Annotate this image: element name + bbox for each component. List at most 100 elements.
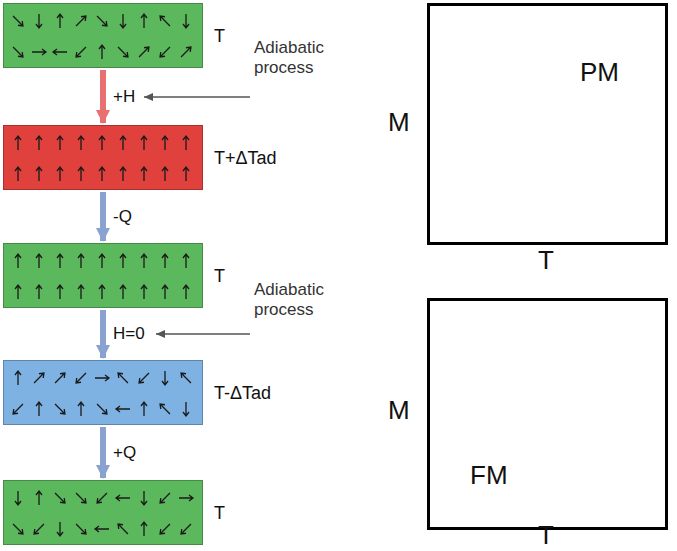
spin-arrow [116, 406, 130, 412]
spin-arrow [74, 14, 88, 28]
spin-arrow [120, 14, 126, 28]
spin-arrow [158, 491, 172, 505]
spin-arrow [11, 14, 25, 28]
state-box: T [3, 480, 203, 545]
spin-arrow [183, 136, 189, 150]
temperature-label: T+ΔTad [214, 147, 277, 168]
spin-arrow [179, 371, 193, 385]
spin-arrow [57, 167, 63, 181]
spin-arrow [11, 45, 25, 59]
spin-arrow [74, 45, 88, 59]
spin-arrow [183, 14, 189, 28]
spin-arrow [36, 402, 42, 416]
temperature-label: T [214, 25, 225, 46]
spin-arrow [116, 45, 130, 59]
state-box: T [3, 3, 203, 68]
spin-arrow [32, 522, 46, 536]
axis-label: M [388, 108, 410, 138]
leader-arrow [156, 333, 250, 335]
spin-arrow [15, 136, 21, 150]
spin-arrow [137, 371, 151, 385]
spin-arrow [137, 45, 151, 59]
spin-arrow [78, 402, 84, 416]
spin-arrow [15, 491, 21, 505]
spin-arrow [36, 136, 42, 150]
process-arrow [100, 192, 106, 241]
spin-arrow [179, 522, 193, 536]
spin-arrow [11, 402, 25, 416]
spin-arrow [95, 375, 109, 381]
spin-arrow [99, 136, 105, 150]
spin-arrow [53, 402, 67, 416]
spin-arrows [4, 361, 202, 424]
spin-arrow [158, 14, 172, 28]
spin-arrow [78, 285, 84, 299]
temperature-label: T-ΔTad [214, 382, 271, 403]
spin-arrow [120, 167, 126, 181]
spin-arrow [141, 136, 147, 150]
spin-arrow [116, 522, 130, 536]
temperature-label: T [214, 502, 225, 523]
spin-arrow [95, 402, 109, 416]
spin-arrow [95, 526, 109, 532]
spin-arrow [36, 14, 42, 28]
spin-arrow [57, 14, 63, 28]
spin-arrow [158, 402, 172, 416]
spin-arrow [36, 491, 42, 505]
state-box: T-ΔTad [3, 360, 203, 425]
spin-arrow [141, 491, 147, 505]
spin-arrow [78, 136, 84, 150]
spin-arrow [116, 371, 130, 385]
spin-arrows [4, 126, 202, 189]
spin-arrow [36, 254, 42, 268]
spin-arrow [158, 522, 172, 536]
process-arrow [100, 70, 106, 123]
spin-arrow [32, 371, 46, 385]
process-step: +Q [111, 443, 138, 463]
spin-arrow [11, 522, 25, 536]
spin-arrow [141, 285, 147, 299]
spin-arrow [141, 254, 147, 268]
temperature-label: T [214, 265, 225, 286]
state-box: T+ΔTad [3, 125, 203, 190]
spin-arrow [57, 522, 63, 536]
spin-arrow [183, 254, 189, 268]
spin-arrow [15, 254, 21, 268]
spin-arrow [78, 167, 84, 181]
state-box: T [3, 243, 203, 308]
process-step: -Q [111, 207, 134, 227]
spin-arrow [99, 167, 105, 181]
axis-label: T [538, 246, 554, 276]
spin-arrows [4, 244, 202, 307]
leader-arrow [144, 96, 250, 98]
spin-arrow [74, 522, 88, 536]
spin-arrows [4, 4, 202, 67]
spin-arrow [183, 167, 189, 181]
spin-arrow [141, 14, 147, 28]
spin-arrow [141, 167, 147, 181]
spin-arrow [116, 495, 130, 501]
process-step: H=0 [111, 324, 147, 344]
spin-arrow [99, 285, 105, 299]
spin-arrow [32, 49, 46, 55]
spin-arrow [15, 167, 21, 181]
phase-label: FM [470, 461, 508, 491]
spin-arrow [78, 254, 84, 268]
spin-arrow [36, 167, 42, 181]
process-note: Adiabatic process [254, 38, 350, 77]
spin-arrow [162, 167, 168, 181]
spin-arrow [15, 371, 21, 385]
spin-arrow [95, 14, 109, 28]
spin-arrow [183, 402, 189, 416]
spin-arrow [53, 371, 67, 385]
phase-label: PM [580, 58, 619, 88]
axis-label: T [538, 521, 554, 551]
spin-arrow [74, 371, 88, 385]
spin-arrow [120, 285, 126, 299]
chart-panel: PM [427, 3, 668, 245]
spin-arrow [57, 254, 63, 268]
spin-arrow [162, 254, 168, 268]
spin-arrow [162, 285, 168, 299]
spin-arrows [4, 481, 202, 544]
